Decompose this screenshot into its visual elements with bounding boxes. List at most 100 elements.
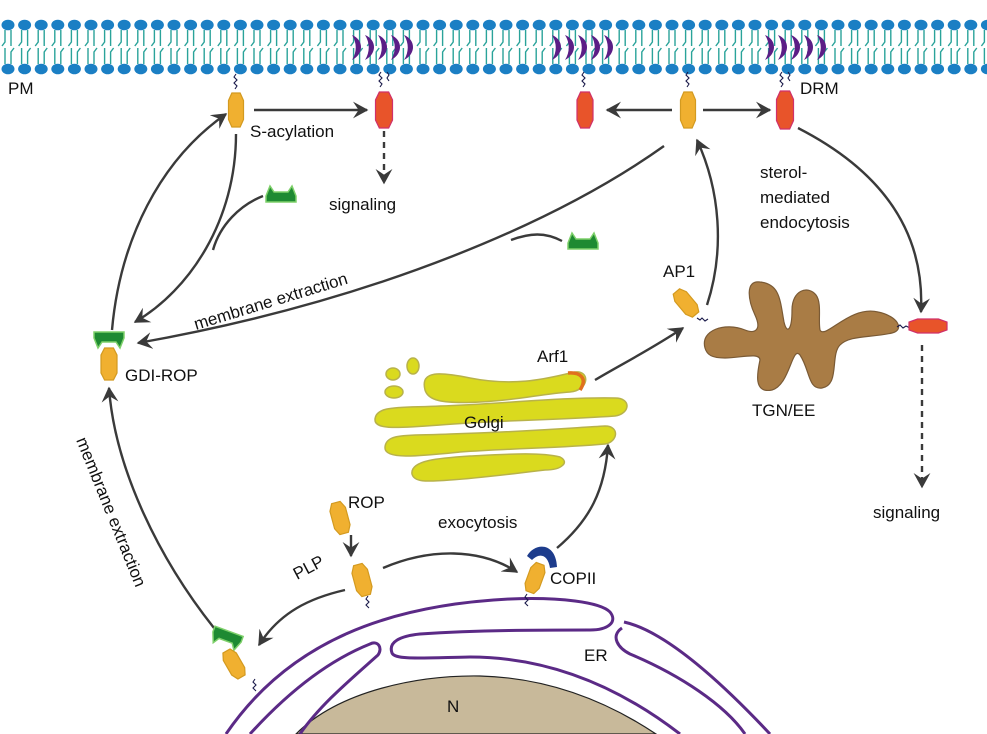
lipid-head xyxy=(648,19,662,31)
plp-rop-icon xyxy=(351,562,373,598)
lipid-tails xyxy=(449,30,463,64)
membrane-extraction-label-left: membrane extraction xyxy=(72,434,149,589)
lipid-head xyxy=(615,19,629,31)
lipid-head xyxy=(731,19,745,31)
lipid-head xyxy=(980,63,987,75)
raft-protein xyxy=(591,35,600,60)
raft-protein xyxy=(404,35,413,60)
acyl-tether xyxy=(696,317,709,322)
lipid-head xyxy=(549,63,563,75)
lipid-head xyxy=(565,63,579,75)
lipid-head xyxy=(516,63,530,75)
golgi-apparatus xyxy=(374,357,628,482)
lipid-head xyxy=(947,63,961,75)
lipid-tails xyxy=(980,30,986,64)
raft-protein xyxy=(578,35,587,60)
rop-pm-icon xyxy=(679,91,697,129)
rop-pm-icon xyxy=(227,92,245,128)
nucleus-label: N xyxy=(447,697,459,716)
sterol-label-1: sterol- xyxy=(760,163,807,182)
lipid-head xyxy=(300,19,314,31)
lipid-head xyxy=(931,19,945,31)
lipid-head xyxy=(798,19,812,31)
lipid-head xyxy=(814,63,828,75)
acyl-tether xyxy=(779,71,791,88)
lipid-head xyxy=(333,19,347,31)
lipid-tails xyxy=(34,30,48,64)
lipid-head xyxy=(134,19,148,31)
pm-to-gdi-arrow xyxy=(133,133,238,324)
lipid-head xyxy=(748,63,762,75)
lipid-head xyxy=(449,19,463,31)
lipid-head xyxy=(117,63,131,75)
lipid-tails xyxy=(582,30,596,64)
plp-label: PLP xyxy=(290,552,327,584)
lipid-head xyxy=(101,63,115,75)
lipid-head xyxy=(366,63,380,75)
raft-protein xyxy=(552,35,561,60)
acyl-tether xyxy=(524,593,529,607)
lipid-head xyxy=(184,63,198,75)
lipid-head xyxy=(831,19,845,31)
lipid-head xyxy=(698,63,712,75)
lipid-tails xyxy=(150,30,164,64)
plp-to-gdi-arrow xyxy=(257,588,346,647)
lipid-head xyxy=(416,63,430,75)
lipid-head xyxy=(864,63,878,75)
raft-protein xyxy=(604,35,613,60)
lipid-head xyxy=(67,19,81,31)
lipid-head xyxy=(84,63,98,75)
lipid-tails xyxy=(848,30,862,64)
copii-rop-icon xyxy=(524,561,546,595)
lipid-head xyxy=(134,63,148,75)
acyl-tether xyxy=(365,595,370,609)
lipid-head xyxy=(466,63,480,75)
lipid-head xyxy=(748,19,762,31)
lipid-tails xyxy=(964,30,978,64)
lipid-tails xyxy=(1,30,15,64)
lipid-head xyxy=(848,63,862,75)
lipid-head xyxy=(532,19,546,31)
raft-protein xyxy=(391,35,400,60)
lipid-tails xyxy=(67,30,81,64)
lipid-head xyxy=(665,19,679,31)
raft-protein xyxy=(765,35,774,60)
raft-protein xyxy=(365,35,374,60)
lipid-head xyxy=(217,63,231,75)
lipid-head xyxy=(715,19,729,31)
acyl-tether xyxy=(896,324,911,329)
gdi-icon xyxy=(93,331,125,350)
lipid-head xyxy=(532,63,546,75)
lipid-head xyxy=(399,19,413,31)
lipid-tails xyxy=(731,30,745,64)
lipid-head xyxy=(233,63,247,75)
lipid-tails xyxy=(715,30,729,64)
lipid-head xyxy=(931,63,945,75)
lipid-tails xyxy=(549,30,563,64)
lipid-head xyxy=(582,19,596,31)
membrane-extraction-arrow-upper xyxy=(136,145,665,349)
proteins xyxy=(93,71,948,692)
lipid-tails xyxy=(117,30,131,64)
acyl-tether xyxy=(685,71,690,88)
lipid-head xyxy=(648,63,662,75)
lipid-tails xyxy=(615,30,629,64)
membrane-extraction-arrow-left xyxy=(101,386,215,629)
lipid-head xyxy=(516,19,530,31)
lipid-tails xyxy=(914,30,928,64)
endocytosis-arrow xyxy=(797,126,931,314)
lipid-head xyxy=(964,19,978,31)
lipid-head xyxy=(632,63,646,75)
rop-drm-icon xyxy=(775,90,795,130)
lipid-tails xyxy=(350,30,364,64)
gdi-rop-label: GDI-ROP xyxy=(125,366,198,385)
lipid-head xyxy=(117,19,131,31)
lipid-tails xyxy=(632,30,646,64)
lipid-head xyxy=(350,19,364,31)
raft-protein xyxy=(804,35,813,60)
signaling-label-right: signaling xyxy=(873,503,940,522)
lipid-head xyxy=(615,63,629,75)
sterol-label-2: mediated xyxy=(760,188,830,207)
gdi-join-curve-2 xyxy=(510,233,563,243)
